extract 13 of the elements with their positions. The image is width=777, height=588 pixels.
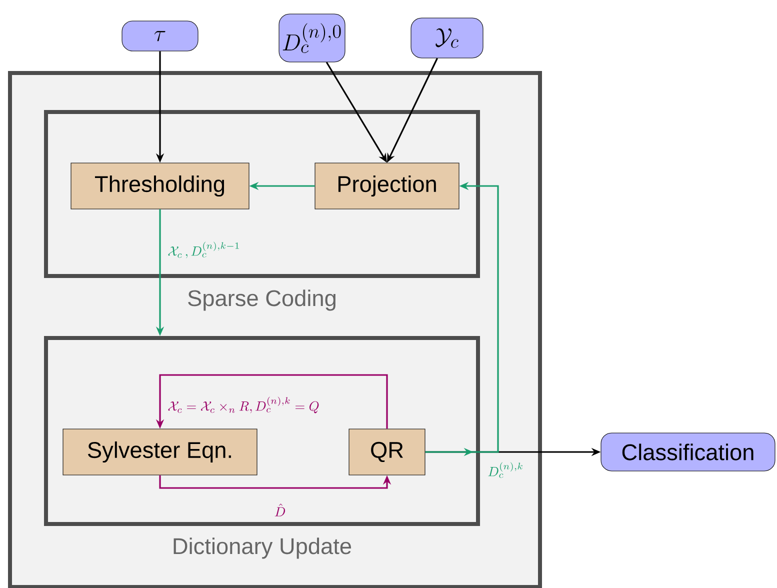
process-box: Projection	[314, 162, 460, 210]
process-box: Sylvester Eqn.	[62, 428, 258, 476]
edge-label: $\mathcal{X}_c\,, D_c^{(n),k-1}$	[166, 240, 242, 260]
input-box: $\tau$	[122, 20, 198, 52]
input-box: $\mathcal{Y}_c$	[410, 18, 484, 58]
edge-label: $\mathcal{X}_c = \mathcal{X}_c \times_n R, D_c^{(n),k} = Q$	[166, 395, 321, 415]
process-box: QR	[348, 428, 426, 476]
node-label: Dictionary Update	[174, 538, 352, 559]
input-box: Classification	[600, 432, 776, 472]
process-box: Thresholding	[70, 162, 250, 210]
edge-label: $D_c^{(n),k}$	[486, 460, 525, 480]
input-box: $D_c^{(n),0}$	[278, 14, 346, 62]
node-label: Sparse Coding	[188, 290, 336, 311]
